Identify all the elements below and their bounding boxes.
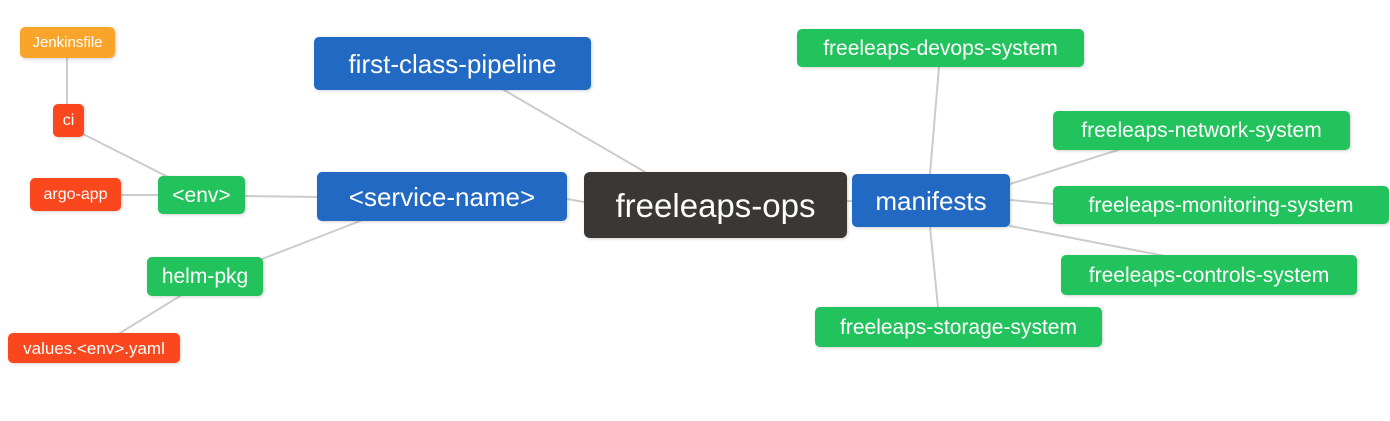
edge-manifests--storage-system bbox=[929, 226, 939, 308]
edge-first-class-pipeline--freeleaps-ops bbox=[503, 89, 646, 173]
edge-manifests--monitoring-system bbox=[1009, 199, 1054, 205]
edge-ci--env bbox=[80, 132, 169, 178]
node-helm-pkg[interactable]: helm-pkg bbox=[147, 257, 263, 296]
edge-manifests--network-system bbox=[1009, 149, 1119, 185]
node-argo-app[interactable]: argo-app bbox=[30, 178, 121, 211]
node-env[interactable]: <env> bbox=[158, 176, 245, 214]
node-service-name[interactable]: <service-name> bbox=[317, 172, 567, 221]
node-freeleaps-ops[interactable]: freeleaps-ops bbox=[584, 172, 847, 238]
node-devops-system[interactable]: freeleaps-devops-system bbox=[797, 29, 1084, 67]
node-jenkinsfile[interactable]: Jenkinsfile bbox=[20, 27, 115, 58]
node-ci[interactable]: ci bbox=[53, 104, 84, 137]
node-first-class-pipeline[interactable]: first-class-pipeline bbox=[314, 37, 591, 90]
node-storage-system[interactable]: freeleaps-storage-system bbox=[815, 307, 1102, 347]
edge-manifests--controls-system bbox=[1009, 225, 1166, 257]
edge-helm-pkg--values-env-yaml bbox=[119, 295, 181, 334]
edge-service-name--helm-pkg bbox=[261, 220, 361, 260]
node-values-env-yaml[interactable]: values.<env>.yaml bbox=[8, 333, 180, 363]
node-network-system[interactable]: freeleaps-network-system bbox=[1053, 111, 1350, 150]
edge-env--service-name bbox=[244, 195, 318, 198]
node-manifests[interactable]: manifests bbox=[852, 174, 1010, 227]
edge-service-name--freeleaps-ops bbox=[566, 198, 585, 203]
node-monitoring-system[interactable]: freeleaps-monitoring-system bbox=[1053, 186, 1389, 224]
node-controls-system[interactable]: freeleaps-controls-system bbox=[1061, 255, 1357, 295]
edge-manifests--devops-system bbox=[929, 66, 940, 175]
